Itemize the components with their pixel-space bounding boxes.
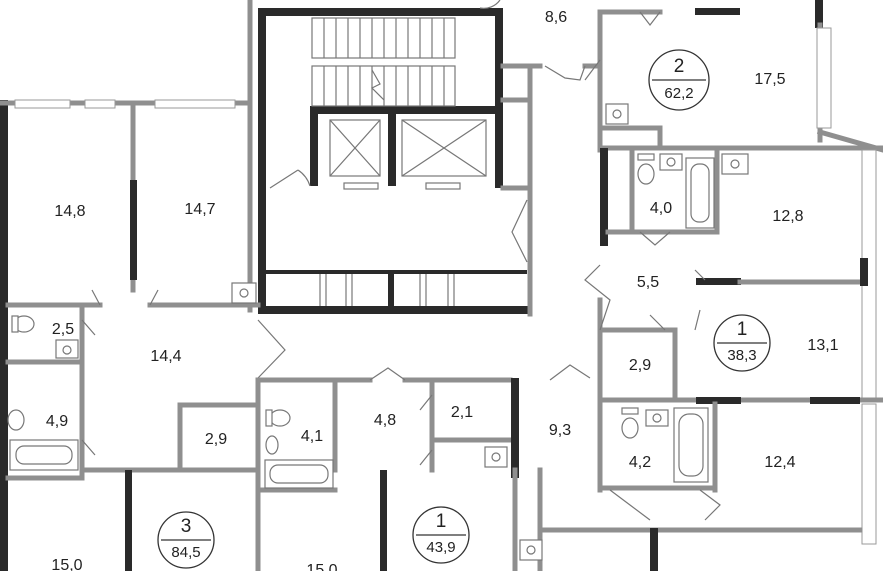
room-area-label: 2,9 xyxy=(205,431,227,448)
bathroom-fixtures-apt-right xyxy=(621,407,709,483)
room-area-label: 12,4 xyxy=(764,454,795,471)
apartment-number: 1 xyxy=(436,511,447,532)
apartment-area: 43,9 xyxy=(426,539,455,556)
apartment-area: 38,3 xyxy=(727,347,756,364)
bathroom-fixtures-apt1-lower xyxy=(264,409,543,561)
room-area-label: 8,6 xyxy=(545,9,567,26)
apartment-2 xyxy=(584,0,883,153)
apartment-3 xyxy=(0,0,286,571)
apartment-number: 1 xyxy=(737,319,748,340)
room-area-label: 5,5 xyxy=(637,274,659,291)
room-area-label: 2,5 xyxy=(52,321,74,338)
room-area-label: 4,1 xyxy=(301,428,323,445)
room-area-label: 2,1 xyxy=(451,404,473,421)
room-area-label: 9,3 xyxy=(549,422,571,439)
apartment-number: 3 xyxy=(181,516,192,537)
apartment-marker-1-upper: 1 38,3 xyxy=(713,314,771,372)
apartment-area: 62,2 xyxy=(664,85,693,102)
apartment-area: 84,5 xyxy=(171,544,200,561)
apartment-1-lower xyxy=(255,367,543,571)
apartment-bottom-right xyxy=(537,397,877,571)
utility-shafts xyxy=(319,274,455,306)
apartment-marker-2: 2 62,2 xyxy=(648,49,710,111)
room-area-label: 4,9 xyxy=(46,413,68,430)
room-area-label: 2,9 xyxy=(629,357,651,374)
bathroom-fixtures-apt2 xyxy=(605,103,629,125)
room-labels: 8,6 17,5 14,8 14,7 4,0 12,8 5,5 2,5 14,4… xyxy=(46,9,839,571)
room-area-label: 13,1 xyxy=(807,337,838,354)
window-top-left xyxy=(14,99,236,109)
apartment-marker-1-lower: 1 43,9 xyxy=(412,506,470,564)
stair-elevator-core xyxy=(258,8,530,314)
room-area-label: 14,4 xyxy=(150,348,181,365)
bathroom-fixtures-apt1-upper xyxy=(637,153,749,229)
apartment-number: 2 xyxy=(674,56,685,77)
room-area-label: 12,8 xyxy=(772,208,803,225)
room-area-label: 14,8 xyxy=(54,203,85,220)
room-area-label: 15,0 xyxy=(51,557,82,571)
room-area-label: 4,2 xyxy=(629,454,651,471)
stair-treads xyxy=(311,17,456,107)
apartment-marker-3: 3 84,5 xyxy=(157,511,215,569)
apartment-1-upper xyxy=(584,145,883,404)
room-area-label: 17,5 xyxy=(754,71,785,88)
room-area-label: 14,7 xyxy=(184,201,215,218)
room-area-label: 4,0 xyxy=(650,200,672,217)
room-area-label: 15,0 xyxy=(306,562,337,571)
bathroom-fixtures-apt3 xyxy=(7,282,257,471)
room-area-label: 4,8 xyxy=(374,412,396,429)
elevator-shafts xyxy=(329,119,487,190)
